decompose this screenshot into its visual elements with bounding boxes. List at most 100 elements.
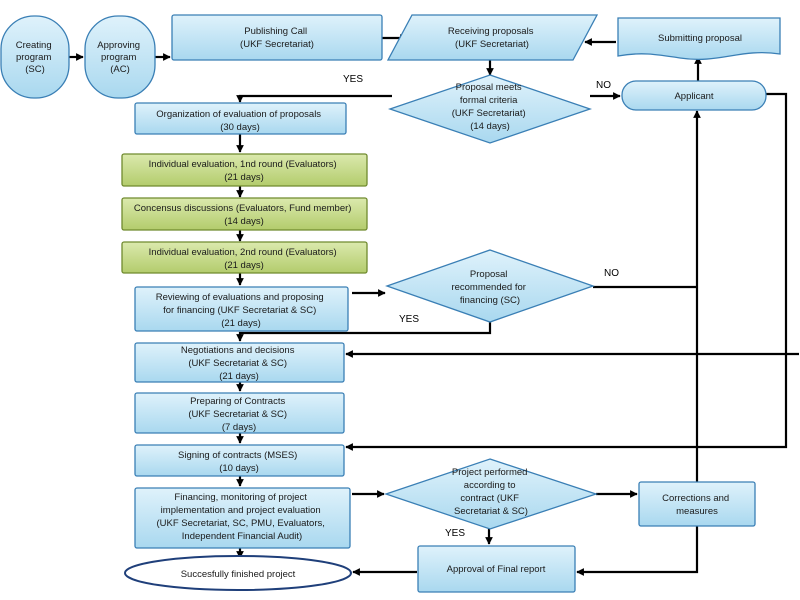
node-financing[interactable] xyxy=(134,487,351,549)
negotiations-line: (UKF Secretariat & SC) xyxy=(188,358,287,369)
node-corrections[interactable] xyxy=(638,481,756,527)
label-yes-formal: YES xyxy=(343,74,363,85)
preparing-line: (7 days) xyxy=(222,422,256,433)
finished-line: Succesfully finished project xyxy=(181,569,296,580)
recommended-line: Proposal xyxy=(470,269,508,280)
node-creating-program[interactable] xyxy=(0,15,70,99)
svg-text:Applicant: Applicant xyxy=(674,91,713,102)
svg-text:Preparing of Contracts (UK: Preparing of Contracts (UKF Secretariat … xyxy=(188,396,289,433)
svg-text:Concensus discussions (Evaluat: Concensus discussions (Evaluators, Fund … xyxy=(134,203,354,227)
eval-round-1-line: Individual evaluation, 1nd round (Evalua… xyxy=(149,159,337,170)
negotiations-line: Negotiations and decisions xyxy=(181,345,295,356)
label-no-recommended: NO xyxy=(604,268,619,279)
node-eval-round-2[interactable] xyxy=(121,241,368,274)
financing-line: Financing, monitoring of project xyxy=(174,492,307,503)
applicant-line: Applicant xyxy=(674,91,713,102)
preparing-line: (UKF Secretariat & SC) xyxy=(188,409,287,420)
organization-line: Organization of evaluation of proposals xyxy=(156,109,321,120)
node-publishing-call[interactable] xyxy=(171,14,383,61)
performed-line: Project performed xyxy=(452,467,528,478)
label-no-formal: NO xyxy=(596,80,611,91)
creating-program-line: (SC) xyxy=(25,64,45,75)
edge-applicant-signing xyxy=(345,92,788,451)
approving-program-line: (AC) xyxy=(110,64,130,75)
reviewing-line: (21 days) xyxy=(221,318,261,329)
svg-text:Project performed accordin: Project performed according to contract … xyxy=(452,467,530,517)
label-yes-performed: YES xyxy=(445,528,465,539)
publishing-call-line: Publishing Call xyxy=(244,26,307,37)
performed-line: Secretariat & SC) xyxy=(454,506,528,517)
performed-line: according to xyxy=(464,480,516,491)
receiving-proposals-line: (UKF Secretariat) xyxy=(455,39,529,50)
node-reviewing[interactable] xyxy=(134,286,349,332)
signing-line: Signing of contracts (MSES) xyxy=(178,450,297,461)
node-formal-criteria-decision[interactable] xyxy=(387,74,593,144)
formal-criteria-line: Proposal meets xyxy=(456,82,522,93)
svg-text:Approving program (AC): Approving program (AC) xyxy=(97,40,142,75)
recommended-line: recommended for xyxy=(451,282,525,293)
edge-recommended-yes xyxy=(236,322,492,342)
svg-text:Corrections and measures: Corrections and measures xyxy=(662,493,732,517)
formal-criteria-line: (14 days) xyxy=(470,121,510,132)
node-recommended-decision[interactable] xyxy=(385,249,595,323)
label-yes-recommended: YES xyxy=(399,314,419,325)
reviewing-line: for financing (UKF Secretariat & SC) xyxy=(163,305,316,316)
svg-text:Individual evaluation, 1nd rou: Individual evaluation, 1nd round (Evalua… xyxy=(149,159,340,183)
svg-text:Reviewing of evaluations and p: Reviewing of evaluations and proposing f… xyxy=(156,292,327,329)
node-finished[interactable] xyxy=(124,555,352,591)
eval-round-2-line: (21 days) xyxy=(224,260,264,271)
recommended-line: financing (SC) xyxy=(460,295,520,306)
organization-line: (30 days) xyxy=(220,122,260,133)
svg-text:Organization of evaluation of: Organization of evaluation of proposals … xyxy=(156,109,323,133)
preparing-line: Preparing of Contracts xyxy=(190,396,285,407)
receiving-proposals-line: Receiving proposals xyxy=(448,26,534,37)
node-signing[interactable] xyxy=(134,444,345,477)
eval-round-1-line: (21 days) xyxy=(224,172,264,183)
node-performed-decision[interactable] xyxy=(383,458,599,530)
node-applicant[interactable] xyxy=(621,80,767,111)
edge-formal-yes xyxy=(236,94,392,103)
svg-text:Negotiations and decisions: Negotiations and decisions (UKF Secretar… xyxy=(181,345,297,382)
node-organization[interactable] xyxy=(134,102,347,135)
svg-text:Proposal meets formal crit: Proposal meets formal criteria (UKF Secr… xyxy=(452,82,529,132)
approving-program-line: program xyxy=(101,52,136,63)
svg-text:Submitting proposal: Submitting proposal xyxy=(658,33,742,44)
corrections-line: measures xyxy=(676,506,718,517)
svg-text:Approval of Final report: Approval of Final report xyxy=(447,564,546,575)
node-receiving-proposals[interactable] xyxy=(386,14,599,61)
svg-text:Succesfully finished project: Succesfully finished project xyxy=(181,569,296,580)
eval-round-2-line: Individual evaluation, 2nd round (Evalua… xyxy=(149,247,337,258)
approving-program-line: Approving xyxy=(97,40,140,51)
formal-criteria-line: formal criteria xyxy=(460,95,518,106)
reviewing-line: Reviewing of evaluations and proposing xyxy=(156,292,324,303)
financing-line: Independent Financial Audit) xyxy=(182,531,302,542)
node-negotiations[interactable] xyxy=(134,342,345,383)
signing-line: (10 days) xyxy=(219,463,259,474)
financing-line: implementation and project evaluation xyxy=(161,505,321,516)
concensus-line: Concensus discussions (Evaluators, Fund … xyxy=(134,203,352,214)
publishing-call-line: (UKF Secretariat) xyxy=(240,39,314,50)
performed-line: contract (UKF xyxy=(460,493,519,504)
financing-line: (UKF Secretariat, SC, PMU, Evaluators, xyxy=(156,518,324,529)
edge-corrections-final xyxy=(576,526,699,576)
node-concensus[interactable] xyxy=(121,197,368,231)
svg-text:Creating program (SC): Creating program (SC) xyxy=(16,40,55,75)
node-eval-round-1[interactable] xyxy=(121,153,368,187)
svg-text:Receiving proposals (UKF S: Receiving proposals (UKF Secretariat) xyxy=(448,26,536,50)
node-final-report[interactable] xyxy=(417,545,576,593)
svg-text:Financing, monitoring of proje: Financing, monitoring of project impleme… xyxy=(156,492,327,542)
node-preparing[interactable] xyxy=(134,392,345,434)
svg-text:Publishing Call (UKF Secre: Publishing Call (UKF Secretariat) xyxy=(240,26,314,50)
corrections-line: Corrections and xyxy=(662,493,729,504)
node-approving-program[interactable] xyxy=(84,15,156,99)
submitting-proposal-line: Submitting proposal xyxy=(658,33,742,44)
node-submitting-proposal[interactable] xyxy=(617,17,781,61)
connectors xyxy=(69,34,799,576)
negotiations-line: (21 days) xyxy=(219,371,259,382)
creating-program-line: Creating xyxy=(16,40,52,51)
svg-text:Proposal recommended for: Proposal recommended for financing (SC) xyxy=(451,269,528,306)
concensus-line: (14 days) xyxy=(224,216,264,227)
formal-criteria-line: (UKF Secretariat) xyxy=(452,108,526,119)
svg-text:Individual evaluation, 2nd rou: Individual evaluation, 2nd round (Evalua… xyxy=(149,247,340,271)
